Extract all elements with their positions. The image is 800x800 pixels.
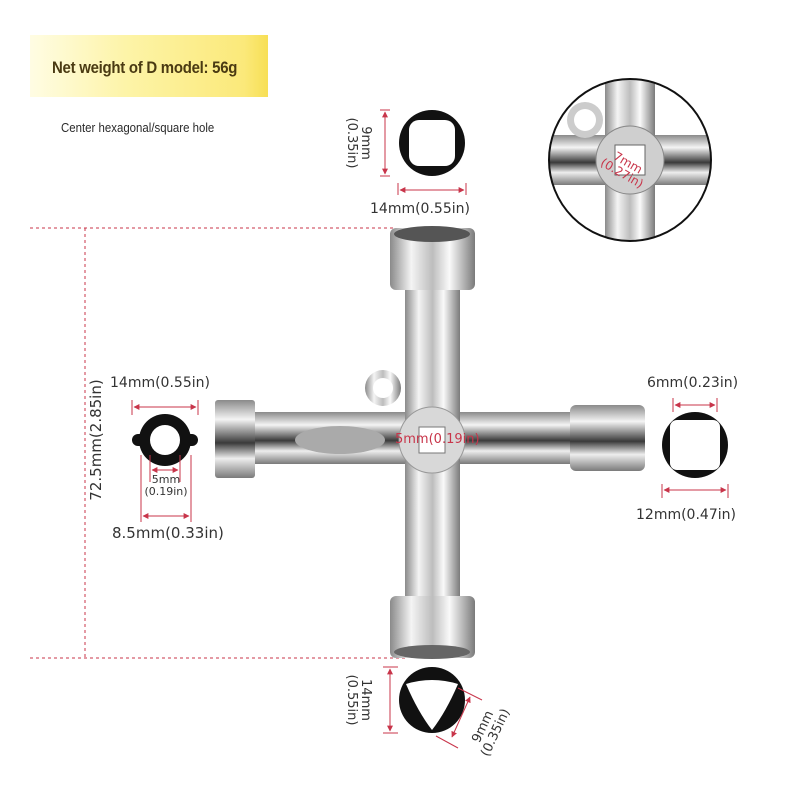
overall-dimension-lines — [30, 227, 405, 659]
top-height-mm: 9mm — [358, 126, 373, 160]
detail-magnifier — [548, 78, 712, 242]
left-inner-label: 5mm (0.19in) — [142, 474, 190, 498]
left-ring-icon — [131, 400, 199, 522]
bottom-outer-mm: 14mm — [358, 679, 373, 721]
left-outer-label: 14mm(0.55in) — [110, 375, 210, 391]
page-title: Net weight of D model: 56g — [52, 58, 238, 77]
left-ring-label: 8.5mm(0.33in) — [112, 524, 224, 542]
right-inner-label: 6mm(0.23in) — [647, 375, 739, 391]
top-height-in: (0.35in) — [344, 117, 359, 169]
top-width-label: 14mm(0.55in) — [370, 201, 470, 217]
bottom-triangle-hole-icon — [383, 666, 483, 749]
bottom-outer-label: 14mm (0.55in) — [344, 674, 373, 726]
center-hole-label: 5mm(0.19in) — [395, 432, 480, 447]
right-outer-label: 12mm(0.47in) — [636, 507, 736, 523]
title-banner — [30, 35, 268, 97]
top-square-hole-icon — [380, 109, 467, 195]
left-inner-mm: 5mm — [151, 473, 181, 486]
bottom-outer-in: (0.55in) — [344, 674, 359, 726]
top-height-label: 9mm (0.35in) — [344, 117, 373, 169]
subtitle: Center hexagonal/square hole — [61, 120, 215, 135]
left-inner-in: (0.19in) — [144, 485, 188, 498]
overall-length-label: 72.5mm(2.85in) — [87, 379, 105, 501]
key-body — [215, 226, 645, 659]
right-square-hole-icon — [661, 398, 729, 498]
